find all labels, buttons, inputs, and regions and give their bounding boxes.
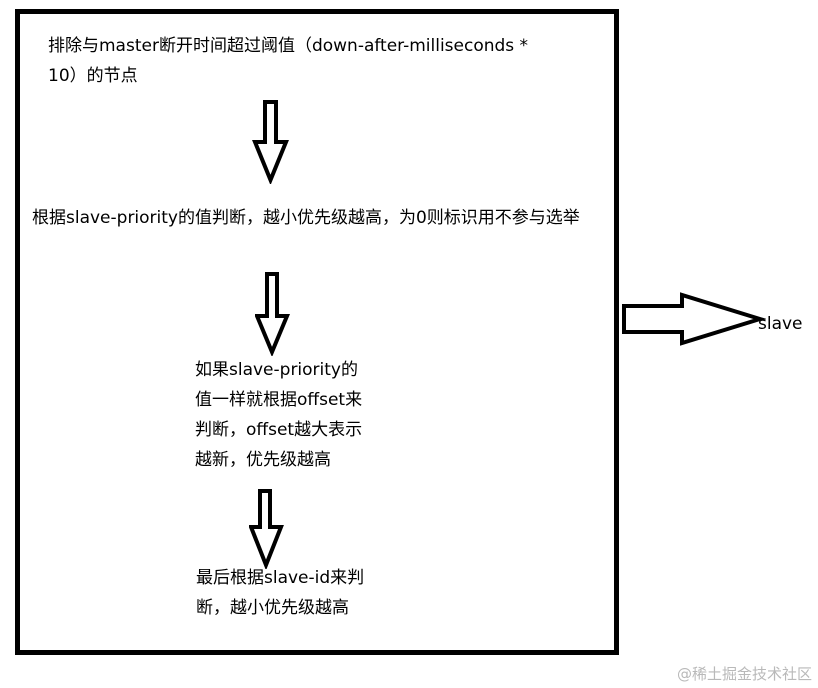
right-arrow-icon <box>622 292 766 346</box>
step-3-line-3: 判断，offset越大表示 <box>195 420 363 440</box>
step-2-text: 根据slave-priority的值判断，越小优先级越高，为0则标识用不参与选举 <box>32 203 580 233</box>
down-arrow-icon <box>255 272 290 356</box>
step-4-line-1: 最后根据slave-id来判 <box>196 568 365 588</box>
result-label: slave <box>758 314 803 334</box>
step-3-line-2: 值一样就根据offset来 <box>195 390 363 410</box>
step-4-line-2: 断，越小优先级越高 <box>196 598 349 618</box>
selection-process-box <box>15 9 619 655</box>
down-arrow-icon <box>249 489 284 569</box>
watermark: @稀土掘金技术社区 <box>676 665 812 683</box>
step-3-line-4: 越新，优先级越高 <box>195 450 331 470</box>
step-4-text: 最后根据slave-id来判 断，越小优先级越高 <box>196 563 364 623</box>
step-3-text: 如果slave-priority的 值一样就根据offset来 判断，offse… <box>195 355 362 475</box>
step-3-line-1: 如果slave-priority的 <box>195 360 358 380</box>
step-1-line-2: 10）的节点 <box>48 66 138 86</box>
down-arrow-icon <box>252 100 289 184</box>
step-1-line-1: 排除与master断开时间超过阈值（down-after-millisecond… <box>48 36 529 56</box>
step-1-text: 排除与master断开时间超过阈值（down-after-millisecond… <box>48 31 528 91</box>
step-2-line-1: 根据slave-priority的值判断，越小优先级越高，为0则标识用不参与选举 <box>32 208 580 228</box>
